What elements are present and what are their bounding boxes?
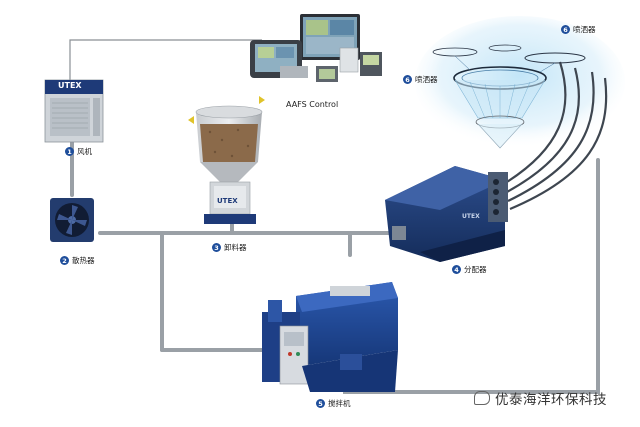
label-fan: 1 风机: [65, 146, 92, 157]
step-marker-spreader-left: 6: [403, 75, 412, 84]
utex-logo-distributor: UTEX: [462, 213, 480, 220]
sea-cage: [432, 44, 586, 149]
radiator-graphic: [50, 198, 94, 242]
distributor-graphic: [385, 166, 508, 262]
watermark-text: 优泰海洋环保科技: [495, 392, 607, 408]
mixer-graphic: [262, 282, 398, 392]
step-marker-mixer: 5: [316, 399, 325, 408]
label-unloader: 3 卸料器: [212, 242, 247, 253]
utex-logo-fan: UTEX: [58, 81, 82, 90]
watermark: 优泰海洋环保科技: [474, 388, 607, 408]
label-spreader-right: 6 喷洒器: [561, 24, 596, 35]
fan-label: 风机: [77, 147, 92, 156]
step-marker-spreader-right: 6: [561, 25, 570, 34]
label-distributor: 4 分配器: [452, 264, 487, 275]
label-spreader-left: 6 喷洒器: [403, 74, 438, 85]
step-marker-unloader: 3: [212, 243, 221, 252]
distributor-label: 分配器: [464, 265, 487, 274]
label-cooler: 2 散热器: [60, 255, 95, 266]
control-screens: [250, 14, 382, 82]
mixer-label: 搅拌机: [328, 399, 351, 408]
utex-logo-hopper: UTEX: [217, 197, 238, 205]
step-marker-distributor: 4: [452, 265, 461, 274]
spreader-right-label: 喷洒器: [573, 25, 596, 34]
label-mixer: 5 搅拌机: [316, 398, 351, 409]
unloader-label: 卸料器: [224, 243, 247, 252]
step-marker-cooler: 2: [60, 256, 69, 265]
hopper-graphic: [188, 96, 265, 224]
spreader-left-label: 喷洒器: [415, 75, 438, 84]
feed-hoses: [501, 61, 608, 211]
control-label: AAFS Control: [286, 100, 339, 109]
chat-bubble-icon: [474, 391, 490, 405]
fan-unit-graphic: [44, 79, 104, 143]
control-link: [69, 39, 262, 80]
cooler-label: 散热器: [72, 256, 95, 265]
step-marker-fan: 1: [65, 147, 74, 156]
